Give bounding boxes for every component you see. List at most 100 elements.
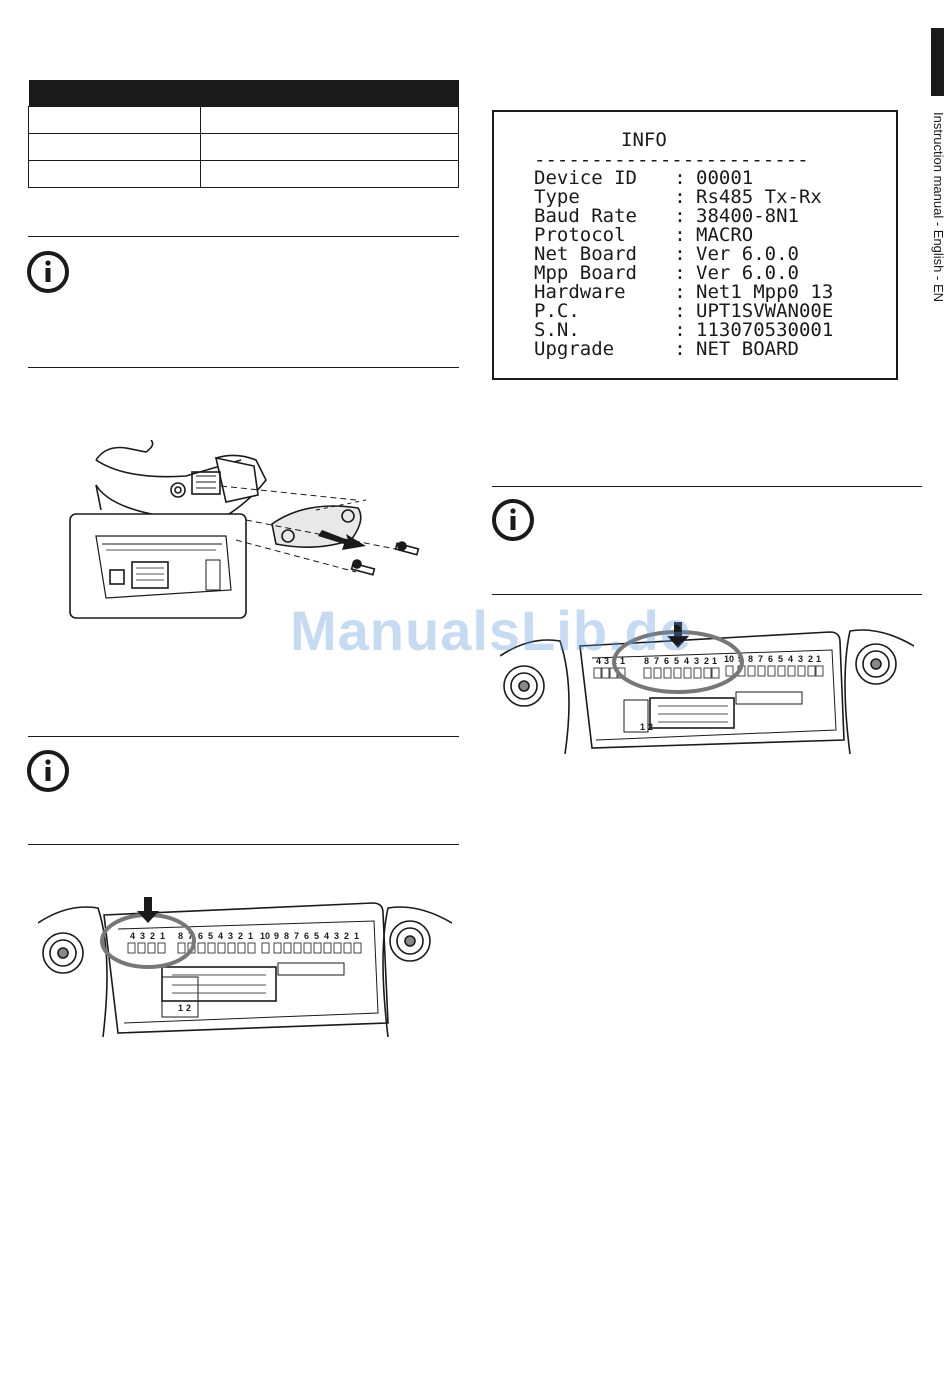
arrow-down-icon xyxy=(137,897,159,923)
dip-label: 4 xyxy=(684,656,689,666)
info-row: P.C.:UPT1SVWAN00E xyxy=(534,300,834,322)
dip-label: 6 xyxy=(198,931,203,941)
info-label: Mpp Board xyxy=(534,262,637,284)
info-row: Device ID:00001 xyxy=(534,167,754,189)
info-row: Hardware:Net1 Mpp0 13 xyxy=(534,281,834,303)
dip-label: 2 xyxy=(344,931,349,941)
info-row: Baud Rate:38400-8N1 xyxy=(534,205,799,227)
dip-label: 3 xyxy=(694,656,699,666)
info-label: Device ID xyxy=(534,167,637,189)
info-label: Type xyxy=(534,186,580,208)
dip-label: 9 xyxy=(274,931,279,941)
dip-label: 2 xyxy=(150,931,155,941)
dip-label: 6 xyxy=(664,656,669,666)
info-row: Mpp Board:Ver 6.0.0 xyxy=(534,262,799,284)
table-header-row xyxy=(28,80,459,107)
table-row xyxy=(28,133,459,161)
arrow-down-icon xyxy=(667,622,689,648)
dip-label: 3 xyxy=(604,656,609,666)
dip-label: 5 xyxy=(314,931,319,941)
info-label: Upgrade xyxy=(534,338,615,360)
note-rule-bottom xyxy=(28,367,459,368)
info-label: P.C. xyxy=(534,300,580,322)
info-icon xyxy=(27,251,69,293)
dip-label: 3 xyxy=(334,931,339,941)
info-label: Hardware xyxy=(534,281,626,303)
info-value: Rs485 Tx-Rx xyxy=(696,186,822,208)
dip-label: 4 xyxy=(788,654,793,664)
dip-label: 8 xyxy=(178,931,183,941)
spec-table xyxy=(28,80,459,188)
dip-label: 1 xyxy=(248,931,253,941)
info-value: Net1 Mpp0 13 xyxy=(696,281,834,303)
dip-label: 8 xyxy=(748,654,753,664)
dip-label: 10 xyxy=(724,654,734,664)
dip-label: 8 xyxy=(644,656,649,666)
info-label: S.N. xyxy=(534,319,580,341)
watermark: ManualsLib.de xyxy=(290,599,692,662)
note-rule-bottom xyxy=(492,594,922,595)
info-value: 113070530001 xyxy=(696,319,834,341)
dip-label: 4 xyxy=(218,931,223,941)
dip-label: 10 xyxy=(260,931,270,941)
note-rule-top xyxy=(28,736,459,737)
dip-label: 2 xyxy=(186,1003,191,1013)
dip-label: 4 xyxy=(130,931,135,941)
dip-label: 2 xyxy=(704,656,709,666)
table-row xyxy=(28,160,459,188)
dip-label: 4 xyxy=(596,656,601,666)
dip-label: 5 xyxy=(674,656,679,666)
dip-switch-figure-left: 4 3 2 1 8 7 6 5 4 3 2 1 10 9 8 7 6 5 4 3… xyxy=(38,897,452,1037)
dip-label: 3 xyxy=(798,654,803,664)
dip-label: 1 xyxy=(816,654,821,664)
dip-label: 6 xyxy=(768,654,773,664)
info-value: UPT1SVWAN00E xyxy=(696,300,834,322)
info-icon xyxy=(492,499,534,541)
note-rule-top xyxy=(28,236,459,237)
dip-label: 2 xyxy=(648,722,653,732)
dip-label: 1 xyxy=(178,1003,183,1013)
info-label: Net Board xyxy=(534,243,637,265)
info-row: Upgrade:NET BOARD xyxy=(534,338,799,360)
note-rule-top xyxy=(492,486,922,487)
dip-label: 7 xyxy=(654,656,659,666)
dip-label: 7 xyxy=(294,931,299,941)
dip-label: 3 xyxy=(140,931,145,941)
info-label: Protocol xyxy=(534,224,626,246)
info-value: MACRO xyxy=(696,224,754,246)
dip-label: 2 xyxy=(808,654,813,664)
info-screen: INFO ------------------------ Device ID:… xyxy=(492,110,898,380)
screen-separator: ------------------------ xyxy=(534,149,809,171)
note-rule-bottom xyxy=(28,844,459,845)
info-value: 38400-8N1 xyxy=(696,205,799,227)
section-tab-marker xyxy=(931,28,944,96)
dip-label: 6 xyxy=(304,931,309,941)
table-row xyxy=(28,106,459,134)
dip-label: 1 xyxy=(640,722,645,732)
dip-label: 5 xyxy=(208,931,213,941)
dip-label: 7 xyxy=(758,654,763,664)
dip-label: 3 xyxy=(228,931,233,941)
info-label: Baud Rate xyxy=(534,205,637,227)
info-row: Protocol:MACRO xyxy=(534,224,754,246)
dip-label: 7 xyxy=(188,931,193,941)
info-icon xyxy=(27,750,69,792)
dip-label: 4 xyxy=(324,931,329,941)
info-row: Type:Rs485 Tx-Rx xyxy=(534,186,822,208)
dip-label: 1 xyxy=(620,656,625,666)
cover-removal-figure xyxy=(69,440,420,619)
info-value: Ver 6.0.0 xyxy=(696,243,799,265)
info-row: S.N.:113070530001 xyxy=(534,319,834,341)
dip-label: 1 xyxy=(160,931,165,941)
info-value: Ver 6.0.0 xyxy=(696,262,799,284)
dip-label: 5 xyxy=(778,654,783,664)
info-value: 00001 xyxy=(696,167,754,189)
dip-label: 1 xyxy=(712,656,717,666)
info-row: Net Board:Ver 6.0.0 xyxy=(534,243,799,265)
screen-title: INFO xyxy=(621,129,667,151)
manual-language-label: Instruction manual - English - EN xyxy=(931,112,946,303)
dip-label: 2 xyxy=(238,931,243,941)
dip-label: 1 xyxy=(354,931,359,941)
dip-label: 8 xyxy=(284,931,289,941)
dip-switch-figure-right: 4 3 2 1 8 7 6 5 4 3 2 1 10 9 8 7 6 5 4 3… xyxy=(500,622,914,754)
